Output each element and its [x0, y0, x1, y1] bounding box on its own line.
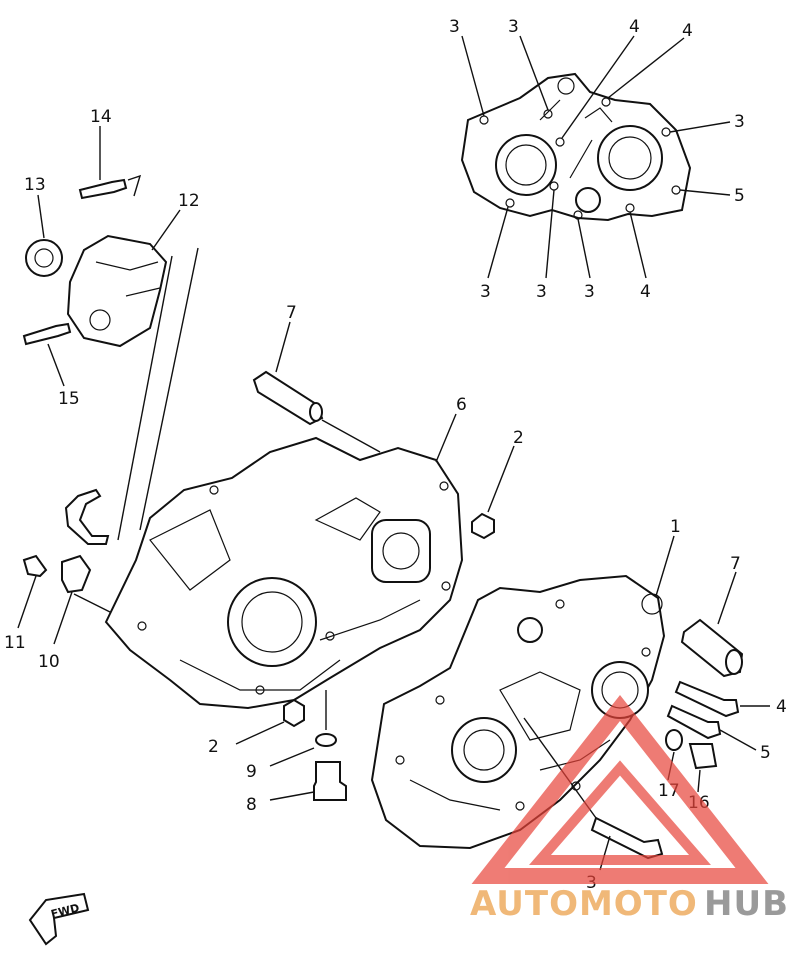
crankcase-top-view — [460, 72, 692, 222]
watermark-triangle-logo — [471, 695, 769, 884]
washer-9 — [315, 733, 337, 747]
callout-3f: 3 — [584, 282, 595, 302]
callout-5a: 5 — [734, 186, 745, 206]
pump-leader-lines — [37, 126, 199, 541]
pump-cover-assembly — [22, 178, 168, 348]
drain-bolt-8 — [313, 761, 347, 801]
callout-3b: 3 — [508, 17, 519, 37]
callout-6: 6 — [456, 395, 467, 415]
callout-5b: 5 — [760, 743, 771, 763]
clip-and-bolt — [22, 488, 110, 594]
bolts-4-5 — [666, 680, 740, 740]
callout-3c: 3 — [734, 112, 745, 132]
callout-8: 8 — [246, 795, 257, 815]
callout-13: 13 — [24, 175, 46, 195]
callout-10: 10 — [38, 652, 60, 672]
callout-7a: 7 — [286, 303, 297, 323]
callout-3a: 3 — [449, 17, 460, 37]
callout-2b: 2 — [208, 737, 219, 757]
callout-12: 12 — [178, 191, 200, 211]
callout-1: 1 — [670, 517, 681, 537]
callout-15: 15 — [58, 389, 80, 409]
callout-3e: 3 — [536, 282, 547, 302]
callout-4c: 4 — [640, 282, 651, 302]
watermark-text-automoto: AUTOMOTO — [470, 884, 698, 924]
dowel-pin-7-upper — [252, 370, 324, 426]
callout-4d: 4 — [776, 697, 787, 717]
dowel-pin-7-right — [680, 618, 744, 678]
callout-14: 14 — [90, 107, 112, 127]
bolt-3-bottom — [590, 816, 664, 860]
callout-labels: 3 3 4 4 3 5 3 3 3 4 14 13 12 15 7 6 2 11… — [4, 17, 787, 893]
callout-4a: 4 — [629, 17, 640, 37]
fwd-arrow: FWD — [28, 892, 90, 946]
bolt-16 — [688, 743, 718, 770]
callout-4b: 4 — [682, 21, 693, 41]
callout-2a: 2 — [513, 428, 524, 448]
callout-3d: 3 — [480, 282, 491, 302]
callout-9: 9 — [246, 762, 257, 782]
top-leader-lines — [461, 35, 731, 279]
plug-2-lower — [283, 698, 305, 728]
plug-2-upper — [471, 512, 495, 540]
watermark-text-hub: HUB — [704, 884, 789, 924]
automotohub-watermark: AUTOMOTO HUB — [470, 695, 789, 924]
left-crankcase-half — [104, 436, 464, 710]
washer-17 — [665, 729, 683, 751]
callout-7b: 7 — [730, 554, 741, 574]
callout-11: 11 — [4, 633, 26, 653]
